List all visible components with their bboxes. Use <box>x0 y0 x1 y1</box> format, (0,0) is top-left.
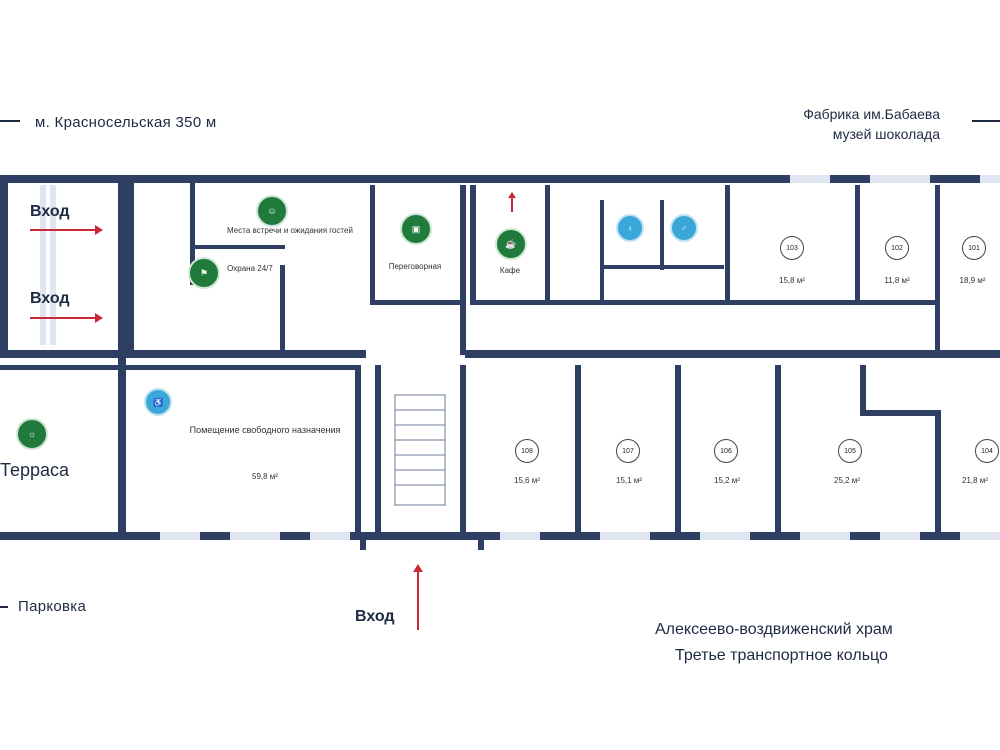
factory-line2: музей шоколада <box>832 126 940 142</box>
cafe-icon: ☕ <box>495 228 527 260</box>
room-102-number: 102 <box>885 236 909 260</box>
room-103-area: 15,8 м² <box>779 276 805 285</box>
terrace-icon: ☼ <box>16 418 48 450</box>
bottom-note-line1: Алексеево-воздвиженский храм <box>655 621 893 638</box>
room-102-area: 11,8 м² <box>884 276 910 285</box>
floor-plan-svg <box>0 175 1000 596</box>
floor-plan <box>0 170 1000 596</box>
room-107-number: 107 <box>616 439 640 463</box>
wc-women-icon: ♀ <box>616 214 644 242</box>
room-104-number: 104 <box>975 439 999 463</box>
terrace-label: Терраса <box>0 460 70 480</box>
room-105-number: 105 <box>838 439 862 463</box>
meeting-icon: ▣ <box>400 213 432 245</box>
security-icon: ⚑ <box>188 257 220 289</box>
parking-label: Парковка <box>18 598 87 615</box>
bottom-note-line2: Третье транспортное кольцо <box>675 647 888 664</box>
metro-line <box>0 120 20 122</box>
meeting-room-label: Переговорная <box>388 262 442 271</box>
wc-men-icon: ♂ <box>670 214 698 242</box>
room-107-area: 15,1 м² <box>616 476 642 485</box>
entrance-label-top: Вход <box>30 203 70 220</box>
room-101-number: 101 <box>962 236 986 260</box>
entrance-label-bottom: Вход <box>355 608 395 625</box>
factory-line <box>972 120 1000 122</box>
room-105-area: 25,2 м² <box>834 476 860 485</box>
room-103-number: 103 <box>780 236 804 260</box>
parking-line <box>0 606 8 608</box>
lounge-label: Места встречи и ожидания гостей <box>227 226 353 235</box>
metro-label: м. Красносельская 350 м <box>35 114 217 131</box>
reception-label: Охрана 24/7 <box>227 264 273 273</box>
factory-label: Фабрика им.Бабаева музей шоколада <box>700 104 940 144</box>
factory-line1: Фабрика им.Бабаева <box>803 106 940 122</box>
room-108-area: 15,6 м² <box>514 476 540 485</box>
entrance-label-middle: Вход <box>30 290 70 307</box>
accessibility-icon: ♿ <box>144 388 172 416</box>
room-104-area: 21,8 м² <box>962 476 988 485</box>
room-106-area: 15,2 м² <box>714 476 740 485</box>
free-room-area: 59,8 м² <box>252 472 278 481</box>
room-101-area: 18,9 м² <box>959 276 986 285</box>
room-108-number: 108 <box>515 439 539 463</box>
free-room-title: Помещение свободного назначения <box>189 425 341 435</box>
room-106-number: 106 <box>714 439 738 463</box>
cafe-label: Кафе <box>499 266 521 275</box>
bottom-note: Алексеево-воздвиженский храм Третье тран… <box>655 617 1000 669</box>
lounge-icon: ☺ <box>256 195 288 227</box>
